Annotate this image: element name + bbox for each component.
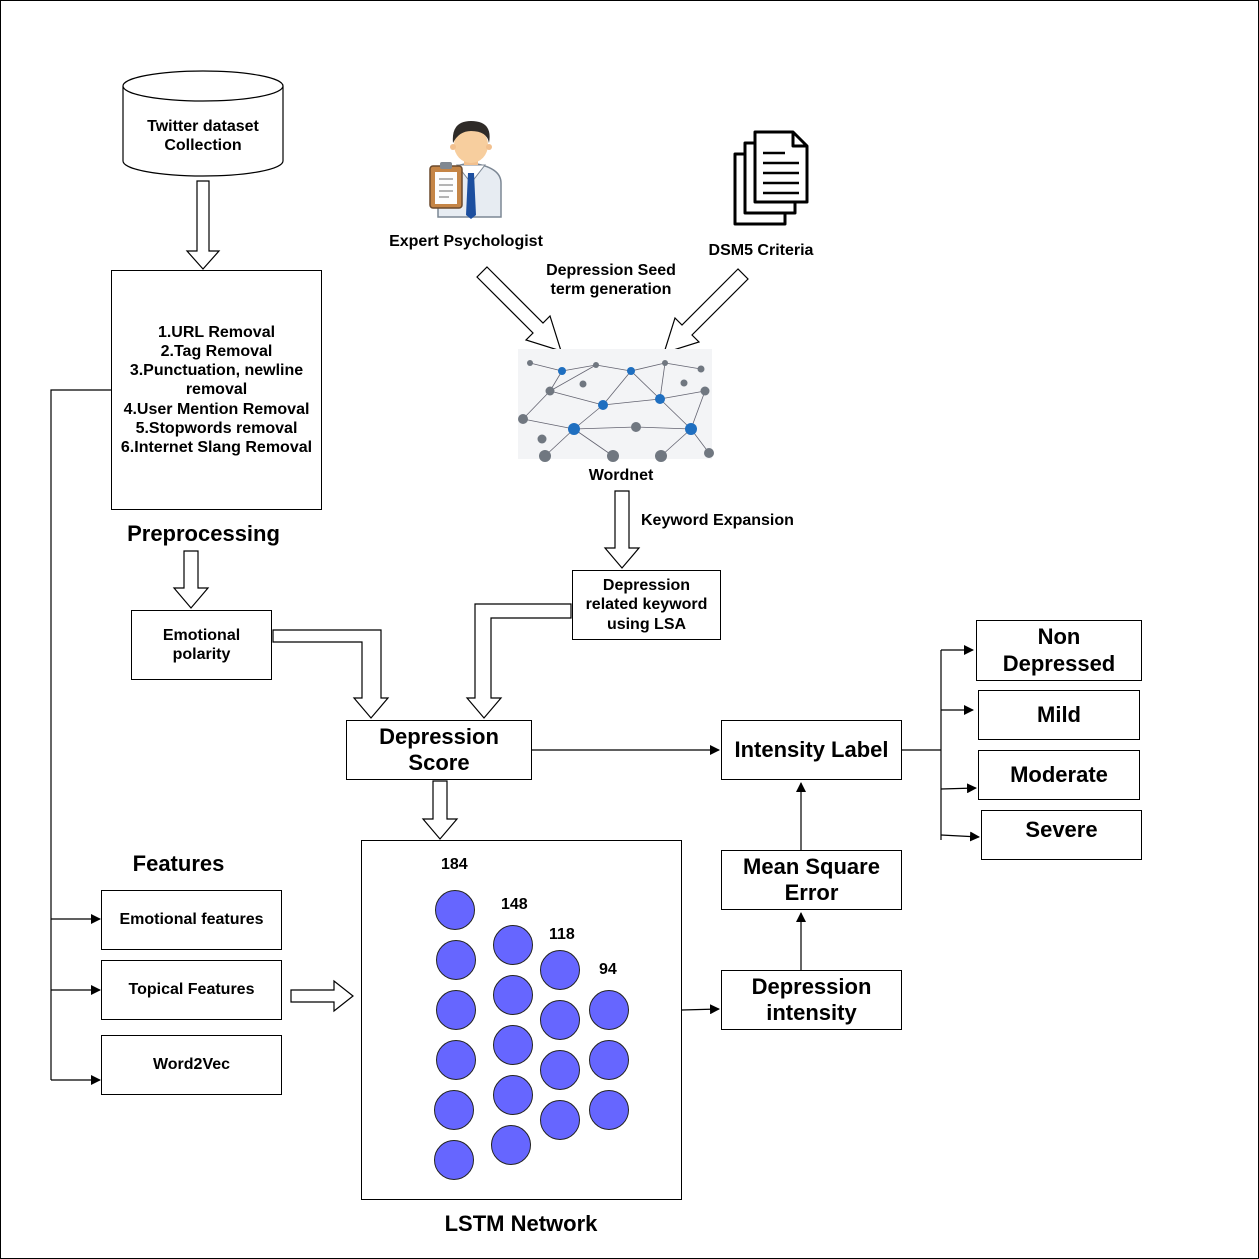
connector-to-moderate xyxy=(940,783,977,794)
depression-score-box: Depression Score xyxy=(346,720,532,780)
expert-psychologist-label: Expert Psychologist xyxy=(389,233,543,250)
arrow-dsm-to-wordnet xyxy=(663,268,749,354)
keyword-expansion-label: Keyword Expansion xyxy=(641,512,794,529)
lstm-layer2-count: 148 xyxy=(501,896,528,913)
lstm-neuron xyxy=(493,975,533,1015)
lstm-neuron xyxy=(589,1090,629,1130)
arrow-score-to-lstm xyxy=(421,780,459,840)
lstm-neuron xyxy=(540,950,580,990)
arrow-features-to-lstm xyxy=(290,979,354,1013)
emotional-features-box: Emotional features xyxy=(101,890,282,950)
lstm-neuron xyxy=(434,1140,474,1180)
lstm-neuron xyxy=(436,990,476,1030)
dsm5-criteria-label: DSM5 Criteria xyxy=(708,242,814,259)
preprocessing-steps-box: 1.URL Removal 2.Tag Removal 3.Punctuatio… xyxy=(111,270,322,510)
lstm-layer4-count: 94 xyxy=(599,961,617,978)
output-moderate: Moderate xyxy=(978,750,1140,800)
doctor-icon xyxy=(429,121,502,219)
lstm-neuron xyxy=(540,1100,580,1140)
output-mild: Mild xyxy=(978,690,1140,740)
mean-square-error-box: Mean Square Error xyxy=(721,850,902,910)
features-title: Features xyxy=(132,851,225,876)
preprocessing-title: Preprocessing xyxy=(127,521,280,546)
arrow-lsa-to-score xyxy=(465,603,572,719)
lstm-neuron xyxy=(491,1125,531,1165)
dataset-label: Twitter dataset Collection xyxy=(147,118,259,155)
intensity-label-box: Intensity Label xyxy=(721,720,902,780)
lstm-neuron xyxy=(589,1040,629,1080)
output-non-depressed: Non Depressed xyxy=(976,620,1142,681)
arrow-polarity-to-score xyxy=(272,629,390,719)
lstm-title: LSTM Network xyxy=(444,1211,598,1236)
arrow-wordnet-to-lsa xyxy=(603,490,641,569)
lstm-neuron xyxy=(493,1075,533,1115)
wordnet-label: Wordnet xyxy=(588,467,654,484)
hollow-arrows xyxy=(172,180,749,1013)
topical-features-box: Topical Features xyxy=(101,960,282,1020)
lstm-layer3-count: 118 xyxy=(549,926,575,943)
connector-lstm-to-intensity xyxy=(681,1004,720,1015)
lstm-neuron xyxy=(435,890,475,930)
connector-preprocessing-to-features xyxy=(50,389,111,1080)
database-cylinder-icon xyxy=(122,70,284,177)
arrow-preprocessing-to-polarity xyxy=(172,550,210,609)
lstm-neuron xyxy=(589,990,629,1030)
documents-icon xyxy=(733,130,809,226)
seed-generation-label: Depression Seed term generation xyxy=(546,262,676,299)
lstm-neuron xyxy=(493,925,533,965)
lstm-neuron xyxy=(540,1050,580,1090)
lstm-neuron xyxy=(540,1000,580,1040)
word2vec-box: Word2Vec xyxy=(101,1035,282,1095)
connector-to-severe xyxy=(940,831,980,842)
emotional-polarity-box: Emotional polarity xyxy=(131,610,272,680)
arrow-expert-to-wordnet xyxy=(476,266,562,352)
lstm-layer1-count: 184 xyxy=(441,856,468,873)
output-severe: Severe xyxy=(981,810,1142,860)
lstm-neuron xyxy=(436,940,476,980)
lsa-keyword-box: Depression related keyword using LSA xyxy=(572,570,721,640)
lstm-neuron xyxy=(434,1090,474,1130)
lstm-neuron xyxy=(436,1040,476,1080)
depression-intensity-box: Depression intensity xyxy=(721,970,902,1030)
arrow-dataset-to-preprocessing xyxy=(185,180,221,270)
lstm-neuron xyxy=(493,1025,533,1065)
network-graph-icon xyxy=(518,349,714,462)
